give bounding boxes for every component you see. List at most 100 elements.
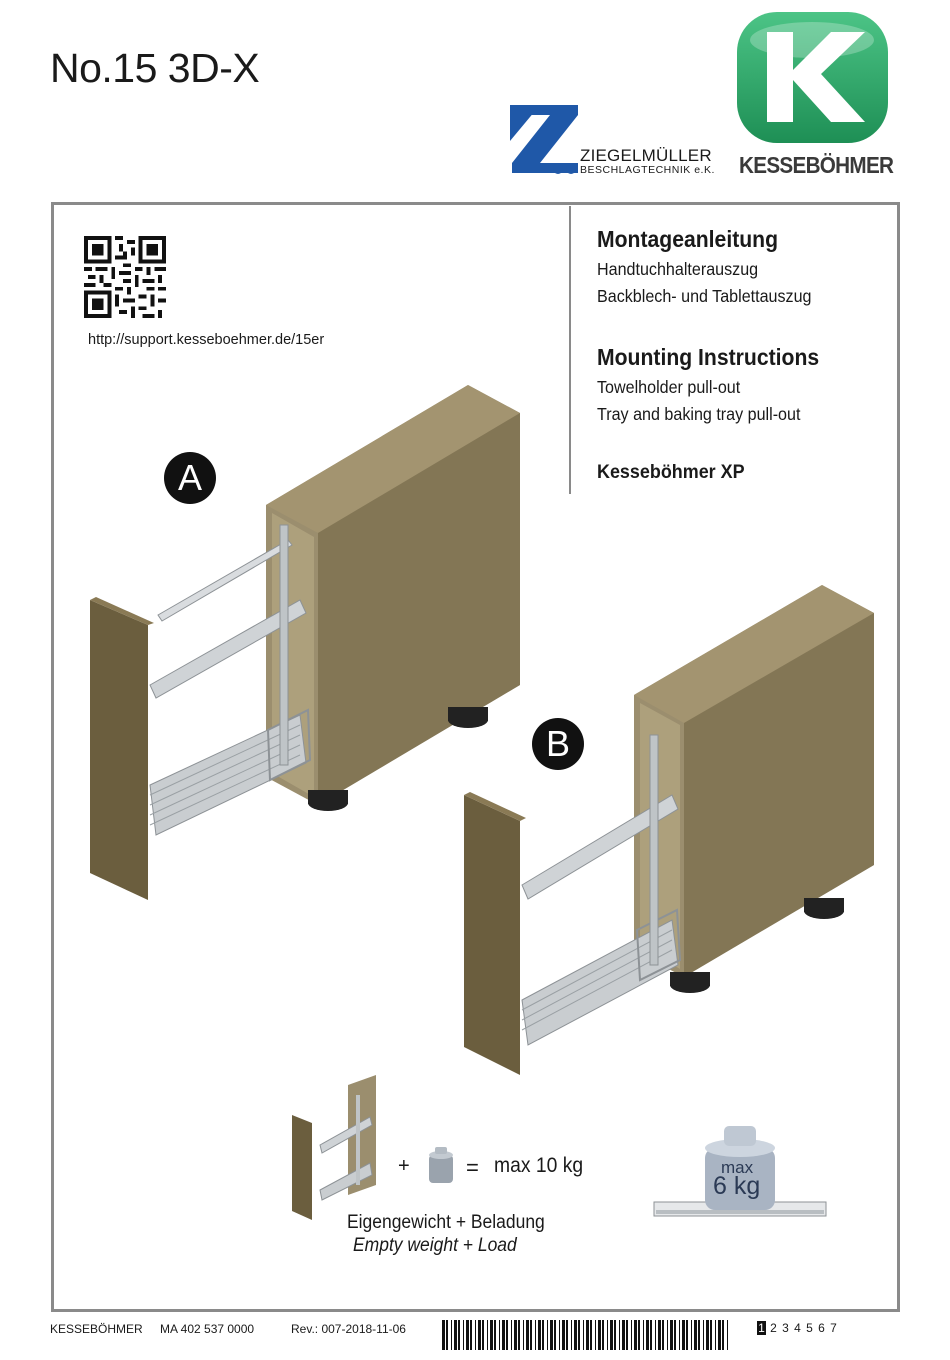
kessebohmer-name: KESSEBÖHMER bbox=[739, 152, 894, 178]
barcode-bar bbox=[602, 1320, 604, 1350]
barcode-bar bbox=[650, 1320, 652, 1350]
barcode-bar bbox=[662, 1320, 664, 1350]
footer-doc-number: MA 402 537 0000 bbox=[160, 1322, 255, 1336]
barcode-bar bbox=[494, 1320, 496, 1350]
barcode-bar bbox=[499, 1320, 500, 1350]
barcode-bar bbox=[638, 1320, 640, 1350]
heading-en: Mounting Instructions bbox=[597, 344, 820, 370]
barcode-bar bbox=[631, 1320, 632, 1350]
barcode-bar bbox=[451, 1320, 452, 1350]
barcode-bar bbox=[682, 1320, 685, 1350]
barcode-bar bbox=[598, 1320, 601, 1350]
heading-de: Montageanleitung bbox=[597, 226, 779, 252]
content-frame bbox=[51, 202, 900, 1312]
column-divider bbox=[569, 206, 571, 494]
barcode-bar bbox=[574, 1320, 577, 1350]
plus-sign: + bbox=[398, 1155, 410, 1177]
illustration-variant-b bbox=[464, 585, 874, 1075]
illustration-variant-a bbox=[90, 385, 520, 900]
variant-a-marker: A bbox=[164, 452, 216, 504]
barcode-bar bbox=[478, 1320, 481, 1350]
page-number: 4 bbox=[794, 1321, 801, 1335]
equals-sign: = bbox=[466, 1155, 479, 1180]
ziegelmueller-subtitle: BESCHLAGTECHNIK e.K. bbox=[580, 164, 715, 176]
barcode-bar bbox=[706, 1320, 709, 1350]
barcode-bar bbox=[571, 1320, 572, 1350]
barcode-bar bbox=[622, 1320, 625, 1350]
barcode-bar bbox=[698, 1320, 700, 1350]
barcode-bar bbox=[595, 1320, 596, 1350]
barcode-bar bbox=[610, 1320, 613, 1350]
barcode-bar bbox=[511, 1320, 512, 1350]
barcode-bar bbox=[554, 1320, 556, 1350]
barcode-bar bbox=[463, 1320, 464, 1350]
page-number: 7 bbox=[830, 1321, 837, 1335]
barcode-bar bbox=[679, 1320, 680, 1350]
page-number: 1 bbox=[757, 1321, 766, 1335]
subheading-de-2: Backblech- und Tablettauszug bbox=[597, 286, 812, 306]
barcode-bar bbox=[691, 1320, 692, 1350]
ziegelmueller-name: ZIEGELMÜLLER bbox=[580, 146, 712, 165]
barcode-bar bbox=[490, 1320, 493, 1350]
barcode-bar bbox=[454, 1320, 457, 1350]
barcode-bar bbox=[722, 1320, 724, 1350]
barcode-bar bbox=[634, 1320, 637, 1350]
barcode-bar bbox=[686, 1320, 688, 1350]
barcode-bar bbox=[703, 1320, 704, 1350]
barcode-bar bbox=[542, 1320, 544, 1350]
support-url[interactable]: http://support.kesseboehmer.de/15er bbox=[88, 332, 325, 348]
weight-icon bbox=[429, 1147, 453, 1183]
footer-revision: Rev.: 007-2018-11-06 bbox=[291, 1322, 406, 1336]
qr-code bbox=[84, 236, 166, 318]
barcode-bar bbox=[466, 1320, 469, 1350]
barcode-bar bbox=[670, 1320, 673, 1350]
page-number: 6 bbox=[818, 1321, 825, 1335]
variant-b-marker: B bbox=[532, 718, 584, 770]
page-number: 2 bbox=[770, 1321, 777, 1335]
tray-weight-icon bbox=[653, 1126, 827, 1217]
weight-max-value: 6 kg bbox=[713, 1172, 761, 1200]
barcode-bar bbox=[538, 1320, 541, 1350]
page-number: 3 bbox=[782, 1321, 789, 1335]
weight-max-label: max bbox=[721, 1158, 754, 1177]
barcode-bar bbox=[727, 1320, 728, 1350]
barcode-bar bbox=[674, 1320, 676, 1350]
barcode-bar bbox=[502, 1320, 505, 1350]
barcode-bar bbox=[658, 1320, 661, 1350]
max-total-load: max 10 kg bbox=[494, 1154, 584, 1177]
barcode-bar bbox=[718, 1320, 721, 1350]
barcode-bar bbox=[482, 1320, 484, 1350]
caption-de: Eigengewicht + Beladung bbox=[347, 1212, 545, 1233]
barcode-bar bbox=[578, 1320, 580, 1350]
barcode-bar bbox=[530, 1320, 532, 1350]
ziegelmueller-logo bbox=[510, 105, 578, 174]
barcode-bar bbox=[710, 1320, 712, 1350]
barcode-bar bbox=[518, 1320, 520, 1350]
barcode-bar bbox=[715, 1320, 716, 1350]
barcode-bar bbox=[547, 1320, 548, 1350]
barcode-bar bbox=[607, 1320, 608, 1350]
barcode-bar bbox=[446, 1320, 448, 1350]
subheading-en-1: Towelholder pull-out bbox=[597, 377, 741, 397]
barcode-bar bbox=[442, 1320, 445, 1350]
barcode-bar bbox=[586, 1320, 589, 1350]
barcode-bar bbox=[475, 1320, 476, 1350]
barcode-bar bbox=[583, 1320, 584, 1350]
barcode-bar bbox=[535, 1320, 536, 1350]
barcode-bar bbox=[619, 1320, 620, 1350]
barcode-bar bbox=[562, 1320, 565, 1350]
barcode-bar bbox=[487, 1320, 488, 1350]
caption-en: Empty weight + Load bbox=[353, 1235, 517, 1256]
small-pullout-icon bbox=[292, 1075, 376, 1220]
brand-line: Kesseböhmer XP bbox=[597, 461, 745, 483]
barcode-bar bbox=[514, 1320, 517, 1350]
barcode-bar bbox=[655, 1320, 656, 1350]
barcode-bar bbox=[626, 1320, 628, 1350]
document-title: No.15 3D-X bbox=[50, 45, 260, 91]
barcode bbox=[442, 1320, 728, 1350]
barcode-bar bbox=[559, 1320, 560, 1350]
barcode-bar bbox=[523, 1320, 524, 1350]
subheading-en-2: Tray and baking tray pull-out bbox=[597, 404, 801, 424]
barcode-bar bbox=[667, 1320, 668, 1350]
